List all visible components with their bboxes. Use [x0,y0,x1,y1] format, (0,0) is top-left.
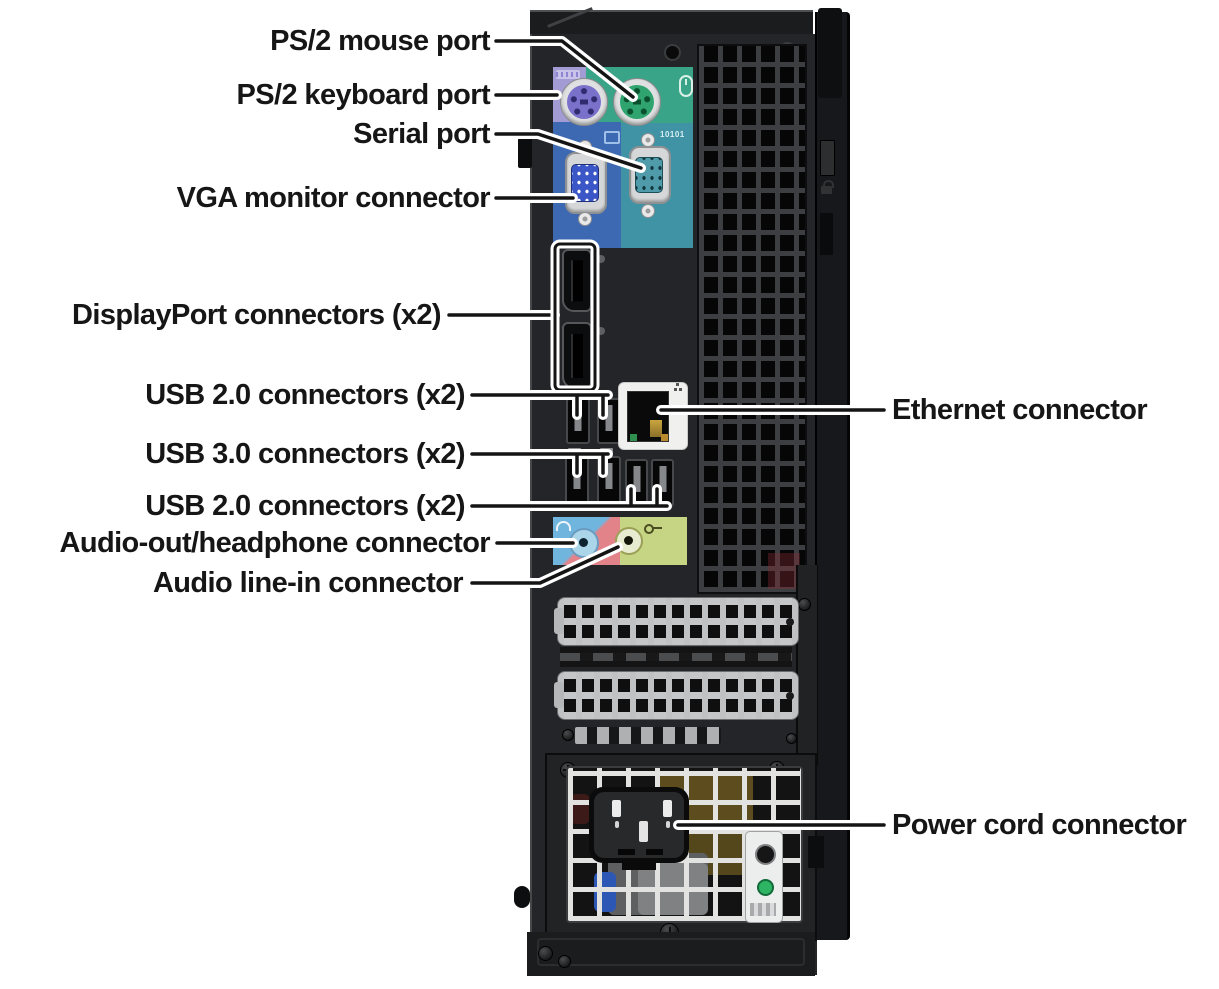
label-power-cord-connector: Power cord connector [892,809,1187,841]
usb3-ss-mark [600,448,613,453]
dp-screw [597,327,605,335]
thumbscrew [798,598,811,611]
monitor-icon [604,131,620,144]
psu-interior [570,794,590,824]
psu-interior [638,863,708,915]
ps2-mouse-port-pins [620,85,654,119]
side-slot [820,213,833,255]
label-usb2-bottom: USB 2.0 connectors (x2) [145,490,465,522]
chassis-screw [538,946,553,961]
expansion-slot-cover-2 [554,671,799,720]
usb3-port-2 [597,456,621,504]
usb2-port-4 [651,459,674,507]
usb2-port-3 [625,459,648,507]
keyboard-icon [556,70,580,79]
label-ps2-mouse-port: PS/2 mouse port [270,25,490,57]
card-cage-bar [796,565,818,765]
ethernet-contacts [650,420,662,437]
psu-interior [594,872,616,912]
vent-row [575,727,721,744]
power-inlet-slot [618,849,635,855]
ethernet-led-green [630,434,637,441]
power-inlet-tab [622,861,656,870]
ps2-keyboard-port [560,78,608,126]
label-usb2-top: USB 2.0 connectors (x2) [145,379,465,411]
latch-slider [820,140,835,176]
mouse-icon [679,75,693,97]
ps2-keyboard-port-pins [567,85,601,119]
psu-test-button [755,844,776,865]
dp-screw [597,255,605,263]
chassis-left-tab [518,138,532,168]
chassis-screw [558,955,571,968]
chassis-screw [562,729,574,741]
power-inlet-pin-tip [615,821,619,828]
padlock-icon-body [821,186,832,194]
line-in-icon-arrow [653,527,662,529]
label-displayport: DisplayPort connectors (x2) [72,299,442,331]
headphone-icon [556,521,571,531]
slot-divider [560,647,792,667]
power-inlet-slot [646,849,663,855]
ethernet-led-amber [661,434,668,441]
chassis-left-knob [514,886,530,908]
vga-port-face [571,164,599,202]
power-led [757,879,774,896]
power-inlet-pin-tip [666,821,670,828]
serial-port-marking: 10101 [660,130,685,139]
screw-hole [664,44,681,61]
label-audio-line-in: Audio line-in connector [152,567,464,599]
vga-screw [578,212,592,226]
label-ps2-keyboard-port: PS/2 keyboard port [236,79,491,111]
chassis-screw [786,733,797,744]
usb3-ss-mark [568,448,581,453]
psu-strip-ribs [750,903,776,916]
power-inlet-pin [612,800,621,817]
serial-port-face [635,157,663,193]
label-vga-connector: VGA monitor connector [176,182,491,214]
power-inlet-pin-center [639,821,648,842]
audio-line-in-jack [615,527,643,555]
side-latch [818,8,842,98]
label-usb3: USB 3.0 connectors (x2) [145,438,465,470]
serial-screw [641,133,655,147]
label-ethernet-connector: Ethernet connector [892,394,1148,426]
audio-line-in-jack-hole [624,536,633,545]
network-icon [674,388,677,391]
side-slot-lower [808,836,824,868]
label-serial-port: Serial port [353,118,490,150]
vent-grille [697,44,807,594]
usb3-port-1 [565,456,589,504]
ethernet-rj45 [627,391,669,442]
padlock-icon [823,180,834,188]
usb2-port-1 [566,398,590,444]
serial-screw [641,204,655,218]
power-inlet-pin [663,800,672,817]
label-audio-out: Audio-out/headphone connector [59,527,491,559]
displayport-1 [562,249,592,312]
displayport-2 [562,322,592,389]
line-in-icon [644,524,654,534]
chassis-bottom-frame [527,932,815,976]
ps2-mouse-port [613,78,661,126]
vent-grille-tint [768,553,800,589]
expansion-slot-cover-1 [554,597,799,646]
audio-out-jack-hole [579,538,588,547]
